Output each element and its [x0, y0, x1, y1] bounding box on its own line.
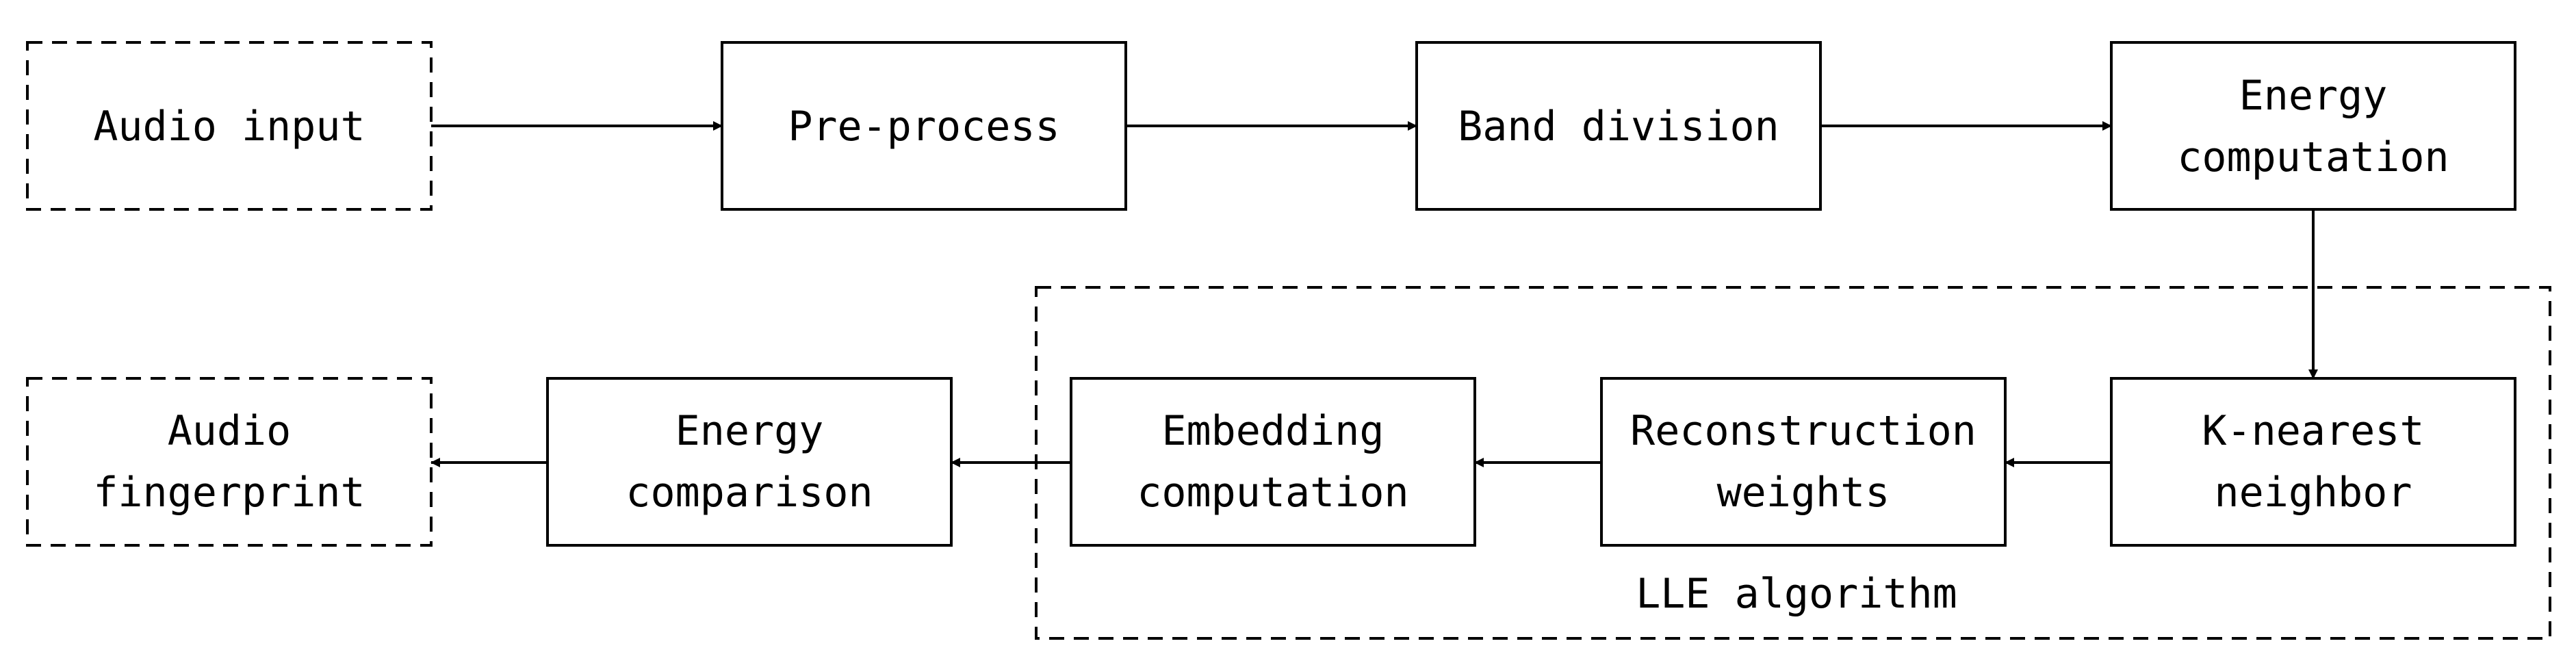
- band-division-label: Band division: [1458, 103, 1779, 151]
- reconstruction-label-line1: Reconstruction: [1630, 407, 1976, 455]
- node-reconstruction-weights: Reconstruction weights: [1600, 377, 2007, 547]
- node-band-division: Band division: [1415, 41, 1822, 211]
- node-pre-process: Pre-process: [721, 41, 1127, 211]
- energy-computation-label-line1: Energy: [2239, 72, 2388, 120]
- embedding-label-line2: computation: [1137, 469, 1408, 517]
- k-nearest-label-line2: neighbor: [2215, 469, 2412, 517]
- node-audio-fingerprint: Audio fingerprint: [26, 377, 433, 547]
- node-energy-comparison: Energy comparison: [546, 377, 953, 547]
- k-nearest-label-line1: K-nearest: [2202, 407, 2424, 455]
- lle-algorithm-label: LLE algorithm: [1636, 570, 1957, 618]
- node-audio-input: Audio input: [26, 41, 433, 211]
- reconstruction-label-line2: weights: [1717, 469, 1890, 517]
- node-energy-computation: Energy computation: [2110, 41, 2516, 211]
- node-embedding-computation: Embedding computation: [1070, 377, 1476, 547]
- embedding-label-line1: Embedding: [1161, 407, 1384, 455]
- node-k-nearest-neighbor: K-nearest neighbor: [2110, 377, 2516, 547]
- energy-comparison-label-line1: Energy: [675, 407, 824, 455]
- energy-comparison-label-line2: comparison: [626, 469, 873, 517]
- pre-process-label: Pre-process: [788, 103, 1059, 151]
- audio-fingerprint-label-line2: fingerprint: [93, 469, 365, 517]
- energy-computation-label-line2: computation: [2177, 133, 2449, 181]
- audio-input-label: Audio input: [93, 103, 365, 151]
- audio-fingerprint-label-line1: Audio: [168, 407, 292, 455]
- lle-algorithm-group: LLE algorithm: [1035, 286, 2551, 640]
